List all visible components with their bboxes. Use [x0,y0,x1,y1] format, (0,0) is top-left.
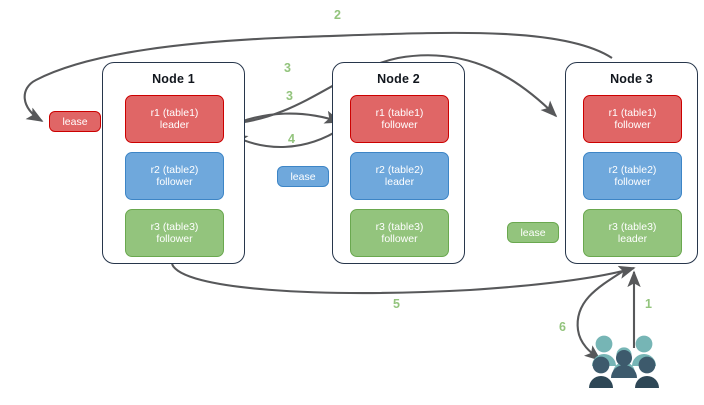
replica-range: r2 (table2) [608,163,657,176]
node-title: Node 3 [610,72,653,86]
lease-label: lease [290,170,316,183]
replica-node3-r3[interactable]: r3 (table3) leader [583,209,682,257]
replica-node3-r2[interactable]: r2 (table2) follower [583,152,682,200]
lease-badge-r3[interactable]: lease [507,222,559,243]
users-group-icon[interactable] [589,335,659,388]
edge-label-6: 6 [559,320,566,334]
replica-role: leader [617,233,648,245]
replica-node2-r1[interactable]: r1 (table1) follower [350,95,449,143]
replica-range: r3 (table3) [375,220,424,233]
replica-role: follower [614,119,651,131]
replica-role: leader [159,119,190,131]
edge-label-1: 1 [645,297,652,311]
edge-3-node1-to-node3 [225,54,558,126]
replica-node1-r1[interactable]: r1 (table1) leader [125,95,224,143]
replica-range: r1 (table1) [150,106,199,119]
replica-role: follower [381,119,418,131]
lease-badge-r1[interactable]: lease [49,111,101,132]
replica-node2-r2[interactable]: r2 (table2) leader [350,152,449,200]
replica-role: follower [156,176,193,188]
replica-range: r1 (table1) [608,106,657,119]
replica-range: r3 (table3) [150,220,199,233]
node-container-node2[interactable]: Node 2 r1 (table1) follower r2 (table2) … [332,62,465,264]
replica-range: r3 (table3) [608,220,657,233]
node-title: Node 2 [377,72,420,86]
lease-label: lease [62,115,88,128]
edge-6-node3-to-client [576,267,629,362]
edge-label-4: 4 [288,132,295,146]
replica-range: r2 (table2) [375,163,424,176]
edge-5-node1-to-node3 [171,263,636,294]
replica-role: follower [614,176,651,188]
node-container-node1[interactable]: Node 1 r1 (table1) leader r2 (table2) fo… [102,62,245,264]
edge-label-3b: 3 [286,89,293,103]
replica-node3-r1[interactable]: r1 (table1) follower [583,95,682,143]
replica-node1-r3[interactable]: r3 (table3) follower [125,209,224,257]
replica-node2-r3[interactable]: r3 (table3) follower [350,209,449,257]
replica-range: r2 (table2) [150,163,199,176]
edge-label-3a: 3 [284,61,291,75]
edge-label-2: 2 [334,8,341,22]
replica-role: leader [384,176,415,188]
edge-2-node3-to-lease [23,31,613,122]
lease-badge-r2[interactable]: lease [277,166,329,187]
edge-label-5: 5 [393,297,400,311]
lease-label: lease [520,226,546,239]
replica-role: follower [381,233,418,245]
node-container-node3[interactable]: Node 3 r1 (table1) follower r2 (table2) … [565,62,698,264]
replica-role: follower [156,233,193,245]
node-title: Node 1 [152,72,195,86]
replica-range: r1 (table1) [375,106,424,119]
replica-node1-r2[interactable]: r2 (table2) follower [125,152,224,200]
